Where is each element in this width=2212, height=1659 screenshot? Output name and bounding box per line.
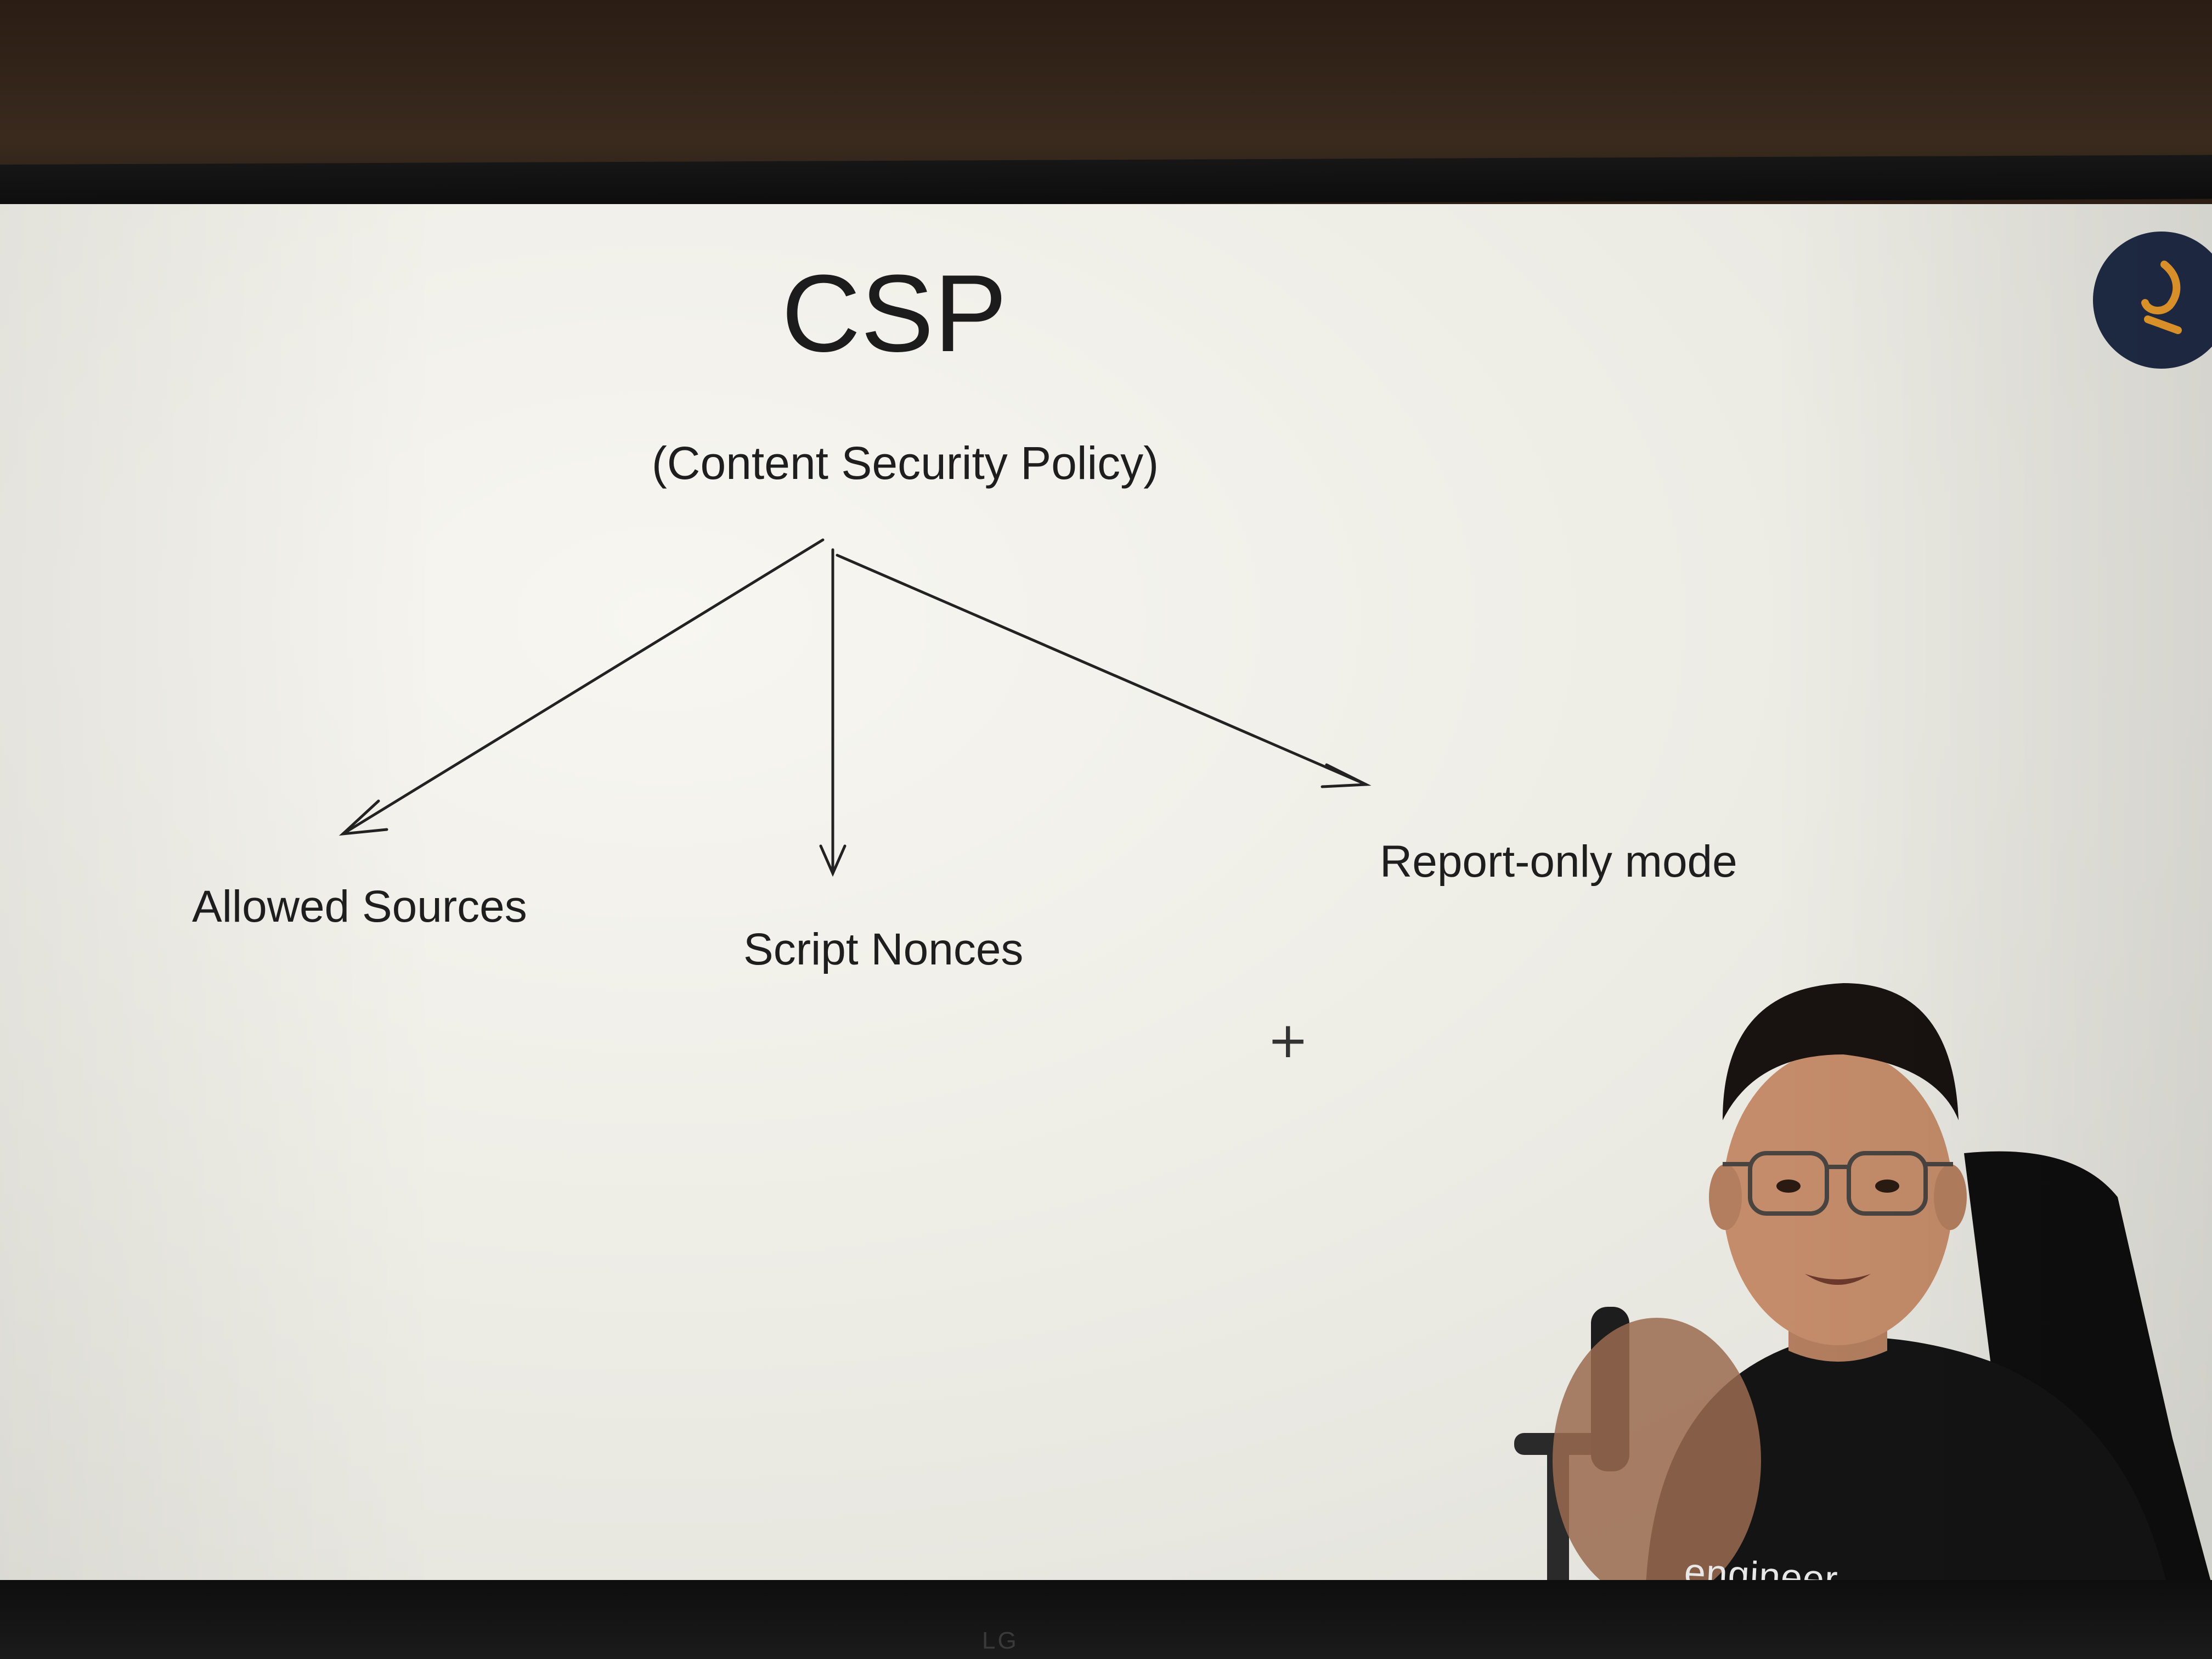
branch-label-script-nonces: Script Nonces (743, 924, 1024, 974)
slide-subtitle: (Content Security Policy) (651, 437, 1159, 489)
monitor-bezel-top (0, 155, 2212, 208)
slide-title: CSP (781, 252, 1007, 375)
presenter-figure (1514, 983, 2212, 1585)
presenter-webcam: engineer (1481, 890, 2212, 1585)
monitor-brand-logo: LG (982, 1627, 1019, 1654)
presentation-slide: CSP (Content Security Policy) Allowed So… (0, 204, 2212, 1585)
branch-label-allowed-sources: Allowed Sources (192, 882, 527, 932)
branch-label-report-only-mode: Report-only mode (1380, 837, 1737, 887)
monitor-bezel-bottom (0, 1580, 2212, 1659)
arrowhead-report-only (1321, 763, 1372, 788)
arrow-allowed-sources (341, 538, 825, 836)
branch-arrows (338, 538, 1372, 877)
arrowhead-allowed-sources (338, 799, 388, 836)
arrowhead-script-nonces (819, 844, 847, 877)
brand-logo-icon (2093, 232, 2212, 369)
arrow-report-only (836, 554, 1368, 786)
crosshair-cursor-icon: + (1267, 1012, 1309, 1069)
